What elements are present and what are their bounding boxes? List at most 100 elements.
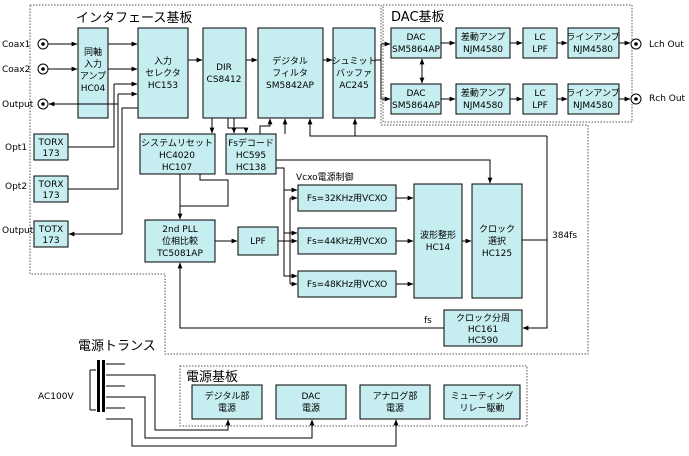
svg-text:デジタル部: デジタル部 bbox=[205, 390, 250, 402]
diff-amp-r-block: 差動アンプ NJM4580 bbox=[455, 83, 511, 115]
svg-text:LPF: LPF bbox=[532, 101, 548, 111]
clock-divider-block: クロック分周 HC161 HC590 bbox=[443, 309, 523, 347]
svg-text:SM5864AP: SM5864AP bbox=[392, 45, 441, 55]
svg-text:173: 173 bbox=[42, 149, 59, 159]
dac-r-block: DAC SM5864AP bbox=[390, 83, 442, 115]
svg-text:LC: LC bbox=[534, 89, 545, 99]
input-selector-block: 入力 セレクタ HC153 bbox=[137, 27, 189, 119]
svg-text:NJM4580: NJM4580 bbox=[573, 45, 613, 55]
power-board-border bbox=[179, 365, 528, 427]
svg-text:2nd PLL: 2nd PLL bbox=[162, 225, 197, 235]
totx-block: TOTX 173 bbox=[33, 220, 69, 248]
lc-lpf-l-block: LC LPF bbox=[522, 27, 558, 59]
lc-lpf-r-block: LC LPF bbox=[522, 83, 558, 115]
svg-text:アンプ: アンプ bbox=[80, 71, 106, 82]
svg-text:差動アンプ: 差動アンプ bbox=[461, 31, 505, 43]
coax1-label: Coax1 bbox=[2, 40, 30, 50]
svg-text:位相比較: 位相比較 bbox=[162, 235, 198, 247]
svg-text:HC4020: HC4020 bbox=[159, 151, 195, 161]
transformer-icon bbox=[89, 360, 125, 420]
svg-text:HC125: HC125 bbox=[482, 249, 512, 259]
svg-text:173: 173 bbox=[42, 191, 59, 201]
svg-text:LPF: LPF bbox=[250, 237, 266, 247]
coax2-label: Coax2 bbox=[2, 65, 30, 75]
vcxo44-block: Fs=44KHz用VCXO bbox=[297, 227, 397, 255]
lch-out-label: Lch Out bbox=[649, 40, 684, 50]
output-top-label: Output bbox=[2, 100, 34, 110]
svg-text:NJM4580: NJM4580 bbox=[463, 101, 503, 111]
svg-text:バッファ: バッファ bbox=[336, 68, 372, 79]
vcxo-power-label: Vcxo電源制御 bbox=[296, 171, 354, 183]
svg-text:HC04: HC04 bbox=[81, 84, 106, 94]
svg-text:LC: LC bbox=[534, 33, 545, 43]
svg-text:HC138: HC138 bbox=[236, 163, 267, 173]
dac-board-border bbox=[382, 4, 633, 123]
rch-out-label: Rch Out bbox=[649, 94, 686, 104]
digital-power-block: デジタル部 電源 bbox=[191, 384, 263, 420]
schmitt-buffer-block: シュミット バッファ AC245 bbox=[331, 27, 377, 119]
svg-text:アナログ部: アナログ部 bbox=[373, 390, 418, 402]
dac-board-title: DAC基板 bbox=[391, 10, 445, 25]
waveshaper-block: 波形整形 HC14 bbox=[413, 183, 463, 299]
dir-block: DIR CS8412 bbox=[202, 27, 247, 119]
svg-text:電源: 電源 bbox=[386, 403, 404, 414]
ac100v-label: AC100V bbox=[38, 392, 74, 402]
svg-text:SM5864AP: SM5864AP bbox=[392, 101, 441, 111]
svg-text:ラインアンプ: ラインアンプ bbox=[566, 32, 619, 43]
transformer-title: 電源トランス bbox=[78, 339, 156, 354]
vcxo32-block: Fs=32KHz用VCXO bbox=[297, 184, 397, 212]
svg-text:デジタル: デジタル bbox=[272, 55, 308, 67]
svg-text:ミューティング: ミューティング bbox=[451, 390, 513, 402]
rch-jack-icon bbox=[630, 93, 642, 105]
dac-l-block: DAC SM5864AP bbox=[390, 27, 442, 59]
svg-text:AC245: AC245 bbox=[339, 81, 368, 91]
svg-text:SM5842AP: SM5842AP bbox=[266, 81, 315, 91]
fs-decode-block: Fsデコード HC595 HC138 bbox=[225, 133, 277, 175]
muting-relay-block: ミューティング リレー駆動 bbox=[443, 384, 521, 420]
svg-text:リレー駆動: リレー駆動 bbox=[459, 403, 504, 414]
svg-text:電源: 電源 bbox=[302, 403, 320, 414]
analog-power-block: アナログ部 電源 bbox=[359, 384, 431, 420]
svg-text:システムリセット: システムリセット bbox=[141, 138, 213, 149]
svg-text:セレクタ: セレクタ bbox=[145, 68, 181, 79]
svg-text:NJM4580: NJM4580 bbox=[573, 101, 613, 111]
svg-text:電源: 電源 bbox=[218, 403, 236, 414]
dac-power-block: DAC 電源 bbox=[275, 384, 347, 420]
output-bottom-label: Output bbox=[2, 226, 34, 236]
diff-amp-l-block: 差動アンプ NJM4580 bbox=[455, 27, 511, 59]
svg-text:DIR: DIR bbox=[216, 63, 232, 73]
sync-amp-block: 同軸 入力 アンプ HC04 bbox=[77, 27, 109, 119]
clock-select-block: クロック 選択 HC125 bbox=[471, 183, 523, 299]
fs384-label: 384fs bbox=[552, 231, 577, 241]
interface-board-title: インタフェース基板 bbox=[76, 11, 192, 26]
opt1-label: Opt1 bbox=[5, 143, 27, 153]
pll-block: 2nd PLL 位相比較 TC5081AP bbox=[144, 219, 216, 263]
svg-text:同軸: 同軸 bbox=[84, 46, 102, 58]
coax2-jack-icon bbox=[37, 63, 49, 75]
svg-text:選択: 選択 bbox=[488, 235, 506, 247]
svg-text:DAC: DAC bbox=[301, 392, 320, 402]
svg-text:Fs=48KHz用VCXO: Fs=48KHz用VCXO bbox=[307, 279, 387, 290]
line-amp-r-block: ラインアンプ NJM4580 bbox=[566, 83, 620, 115]
svg-text:DAC: DAC bbox=[406, 89, 425, 99]
vcxo48-block: Fs=48KHz用VCXO bbox=[297, 270, 397, 298]
svg-text:NJM4580: NJM4580 bbox=[463, 45, 503, 55]
svg-text:クロック: クロック bbox=[479, 224, 515, 235]
svg-text:HC590: HC590 bbox=[468, 336, 499, 346]
svg-text:クロック分周: クロック分周 bbox=[456, 313, 510, 324]
digital-filter-block: デジタル フィルタ SM5842AP bbox=[257, 27, 324, 119]
svg-text:HC107: HC107 bbox=[162, 163, 192, 173]
svg-text:HC595: HC595 bbox=[236, 151, 266, 161]
svg-text:差動アンプ: 差動アンプ bbox=[461, 87, 505, 99]
svg-text:入力: 入力 bbox=[154, 55, 172, 67]
svg-text:HC153: HC153 bbox=[148, 81, 178, 91]
svg-text:CS8412: CS8412 bbox=[207, 75, 242, 85]
wires bbox=[48, 40, 631, 447]
svg-text:DAC: DAC bbox=[406, 33, 425, 43]
coax1-jack-icon bbox=[37, 38, 49, 50]
line-amp-l-block: ラインアンプ NJM4580 bbox=[566, 27, 620, 59]
svg-text:TORX: TORX bbox=[37, 180, 63, 190]
opt2-label: Opt2 bbox=[5, 182, 27, 192]
svg-text:Fs=44KHz用VCXO: Fs=44KHz用VCXO bbox=[307, 236, 387, 247]
